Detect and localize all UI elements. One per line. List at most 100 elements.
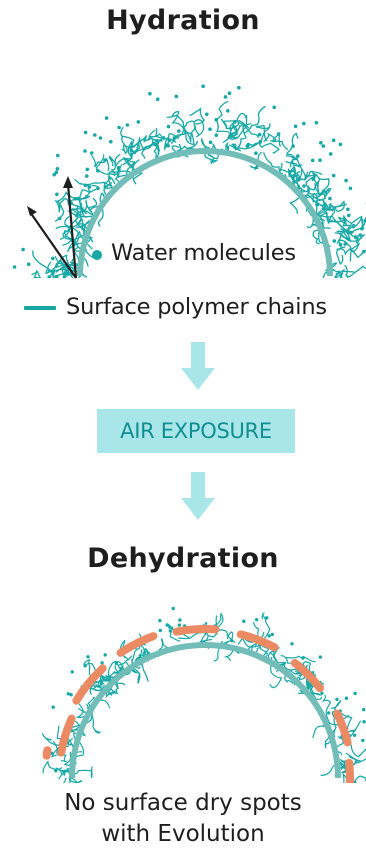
- water-molecule: [132, 150, 137, 155]
- polymer-chain: [305, 181, 325, 198]
- water-molecule: [76, 196, 81, 201]
- polymer-chain: [320, 759, 347, 776]
- water-molecule: [172, 136, 177, 140]
- air-exposure-step: AIR EXPOSURE: [97, 409, 295, 453]
- water-molecule: [318, 655, 322, 659]
- pointer-arrow-to-chain: [66, 183, 78, 279]
- down-arrow-icon: [181, 472, 215, 520]
- water-molecule: [296, 154, 300, 158]
- water-molecule: [103, 185, 108, 189]
- water-molecule: [348, 186, 353, 191]
- polymer-chain: [82, 198, 104, 227]
- caption-line-2: with Evolution: [101, 821, 265, 847]
- pointer-arrow-to-dot: [29, 211, 77, 279]
- dehydration-caption: No surface dry spots with Evolution: [0, 788, 366, 850]
- caption-line-1: No surface dry spots: [64, 790, 302, 816]
- water-molecule: [297, 178, 301, 182]
- polymer-chain: [59, 225, 72, 240]
- polymer-chain: [334, 271, 344, 278]
- water-molecule: [54, 170, 59, 175]
- dry-spot: [42, 746, 52, 760]
- water-molecule: [69, 693, 73, 697]
- polymer-chain: [91, 155, 110, 172]
- water-molecule: [230, 638, 234, 643]
- water-molecule: [96, 168, 100, 173]
- water-molecule: [362, 249, 366, 254]
- water-molecule: [353, 781, 357, 783]
- water-molecule: [86, 655, 90, 659]
- water-molecule: [242, 619, 246, 623]
- polymer-chain: [32, 250, 57, 278]
- water-molecule: [361, 738, 365, 743]
- polymer-chain: [189, 107, 206, 136]
- polymer-chain: [247, 643, 258, 653]
- polymer-chain: [342, 215, 366, 237]
- water-molecule: [83, 130, 88, 135]
- polymer-chain: [336, 230, 365, 244]
- water-molecule: [331, 173, 336, 178]
- polymer-chain: [183, 125, 197, 146]
- water-molecule: [344, 696, 349, 700]
- polymer-chain: [352, 775, 366, 783]
- water-molecule: [233, 120, 237, 124]
- water-molecule: [26, 262, 31, 266]
- polymer-chain: [78, 184, 100, 203]
- lens-surface-arc: [77, 148, 333, 277]
- polymer-chain: [69, 777, 83, 783]
- water-molecule: [178, 618, 182, 622]
- water-molecule: [171, 606, 175, 611]
- water-molecule: [267, 634, 271, 638]
- water-molecule: [85, 174, 89, 178]
- water-molecule: [129, 148, 134, 153]
- polymer-chain: [41, 733, 75, 749]
- water-molecule: [328, 196, 332, 201]
- water-molecule: [136, 120, 141, 124]
- water-molecule: [327, 711, 331, 715]
- water-molecule: [177, 129, 181, 133]
- polymer-chain: [290, 157, 303, 168]
- down-arrow-icon: [181, 342, 215, 390]
- water-molecule-legend-icon: [92, 250, 102, 260]
- water-molecule: [54, 274, 59, 278]
- water-molecule: [270, 632, 274, 637]
- water-molecule: [55, 167, 60, 171]
- polymer-chain: [345, 752, 361, 766]
- water-molecule: [74, 213, 79, 218]
- polymer-chain: [217, 629, 236, 643]
- water-molecule: [214, 133, 219, 137]
- polymer-chain: [166, 114, 192, 142]
- polymer-chain: [107, 655, 133, 681]
- water-molecule: [301, 656, 305, 660]
- water-molecule: [104, 116, 109, 120]
- hydration-title: Hydration: [106, 5, 260, 36]
- polymer-chain: [278, 163, 296, 173]
- polymer-chain: [75, 216, 93, 244]
- water-molecule: [346, 207, 350, 212]
- polymer-chain: [244, 105, 266, 134]
- water-molecule: [70, 670, 74, 674]
- water-molecule: [47, 275, 51, 278]
- water-molecule: [12, 265, 17, 269]
- dry-spot: [290, 659, 324, 693]
- water-molecule: [362, 707, 366, 712]
- water-molecule: [254, 151, 258, 155]
- polymer-chain: [107, 660, 125, 678]
- hydrated-surface-diagram: [12, 84, 366, 278]
- water-molecule: [158, 628, 162, 633]
- water-molecule: [89, 151, 94, 155]
- dry-spot: [116, 632, 158, 657]
- polymer-chain: [130, 160, 137, 185]
- polymer-chain: [336, 221, 354, 235]
- polymer-chain: [62, 228, 87, 251]
- polymer-chain: [296, 166, 318, 180]
- water-molecule: [338, 142, 343, 147]
- legend-water-label: Water molecules: [111, 240, 296, 266]
- water-molecule: [205, 112, 209, 117]
- dry-spot: [333, 709, 352, 747]
- polymer-chain: [285, 155, 302, 169]
- water-molecule: [55, 192, 59, 197]
- water-molecule: [168, 629, 172, 633]
- water-molecule: [103, 653, 107, 657]
- polymer-chain: [54, 255, 79, 272]
- polymer-chain: [315, 203, 325, 229]
